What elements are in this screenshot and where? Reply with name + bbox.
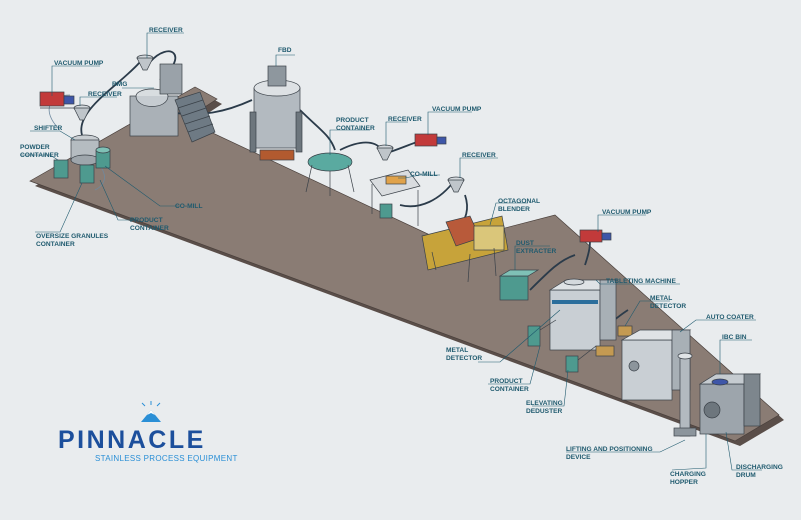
label-octagonal-2: BLENDER: [498, 206, 530, 213]
label-metal-detector-2a: METAL: [446, 347, 468, 354]
label-oversize-1: OVERSIZE GRANULES: [36, 233, 109, 240]
label-shifter: SHIFTER: [34, 125, 62, 132]
rmg-mixer: [129, 63, 183, 137]
tableting-machine: [548, 278, 618, 351]
label-fbd: FBD: [278, 47, 292, 54]
label-dust-2: EXTRACTER: [516, 248, 557, 255]
label-ibc-bin: IBC BIN: [722, 334, 747, 341]
vacuum-pump-3: [579, 229, 612, 243]
label-vacuum-pump-2: VACUUM PUMP: [432, 106, 482, 113]
label-co-mill-2: CO-MILL: [410, 171, 437, 178]
equipment-labels: RECEIVER VACUUM PUMP RMG RECEIVER SHIFTE…: [20, 27, 783, 486]
lifting-device: [673, 352, 697, 437]
receiver-3: [376, 144, 394, 161]
receiver-2: [73, 104, 91, 121]
vacuum-pump-1: [39, 91, 75, 109]
ibc-bin-discharge: [698, 373, 762, 435]
pinnacle-logo: PINNACLE STAINLESS PROCESS EQUIPMENT: [58, 401, 238, 463]
label-oversize-2: CONTAINER: [36, 241, 75, 248]
label-elevating-2: DEDUSTER: [526, 408, 563, 415]
label-product-container-1a: PRODUCT: [130, 217, 163, 224]
label-receiver-2: RECEIVER: [88, 91, 122, 98]
label-powder-container-2: CONTAINER: [20, 152, 59, 159]
receiver-4: [447, 176, 465, 193]
label-vacuum-pump-3: VACUUM PUMP: [602, 209, 652, 216]
mountain-peak-icon: [141, 410, 161, 422]
label-receiver-4: RECEIVER: [462, 152, 496, 159]
elevating-deduster: [527, 319, 597, 373]
label-product-container-3b: CONTAINER: [490, 386, 529, 393]
fbd-dryer: [249, 65, 303, 161]
label-metal-detector-2b: DETECTOR: [446, 355, 482, 362]
leader-lines: [20, 32, 762, 471]
vacuum-pump-2: [414, 133, 447, 147]
label-product-container-2b: CONTAINER: [336, 125, 375, 132]
label-product-container-1b: CONTAINER: [130, 225, 169, 232]
label-metal-detector-1b: DETECTOR: [650, 303, 686, 310]
label-receiver-3: RECEIVER: [388, 116, 422, 123]
label-elevating-1: ELEVATING: [526, 400, 563, 407]
shifter: [70, 134, 100, 166]
work-platform-stairs: [174, 91, 216, 143]
label-discharging-1: DISCHARGING: [736, 464, 783, 471]
dust-extracter: [498, 269, 540, 301]
label-auto-coater: AUTO COATER: [706, 314, 754, 321]
co-mill-2-table: [369, 169, 421, 226]
label-powder-container-1: POWDER: [20, 144, 50, 151]
powder-containers: [53, 159, 95, 184]
logo-wordmark: PINNACLE: [58, 426, 206, 454]
receiver-1: [136, 54, 154, 71]
label-discharging-2: DRUM: [736, 472, 756, 479]
label-lifting-1: LIFTING AND POSITIONING: [566, 446, 653, 453]
label-product-container-3a: PRODUCT: [490, 378, 523, 385]
label-tableting: TABLETING MACHINE: [606, 278, 676, 285]
label-co-mill-1: CO-MILL: [175, 203, 202, 210]
sun-rays-icon: [141, 401, 161, 407]
label-charging-1: CHARGING: [670, 471, 706, 478]
label-metal-detector-1a: METAL: [650, 295, 672, 302]
label-charging-2: HOPPER: [670, 479, 698, 486]
label-product-container-2a: PRODUCT: [336, 117, 369, 124]
label-lifting-2: DEVICE: [566, 454, 591, 461]
label-octagonal-1: OCTAGONAL: [498, 198, 540, 205]
logo-tagline: STAINLESS PROCESS EQUIPMENT: [95, 454, 238, 463]
label-vacuum-pump-1: VACUUM PUMP: [54, 60, 104, 67]
label-rmg: RMG: [112, 81, 127, 88]
co-mill-1: [95, 146, 111, 169]
octagonal-blender: [421, 215, 509, 283]
label-dust-1: DUST: [516, 240, 534, 247]
label-receiver-1: RECEIVER: [149, 27, 183, 34]
